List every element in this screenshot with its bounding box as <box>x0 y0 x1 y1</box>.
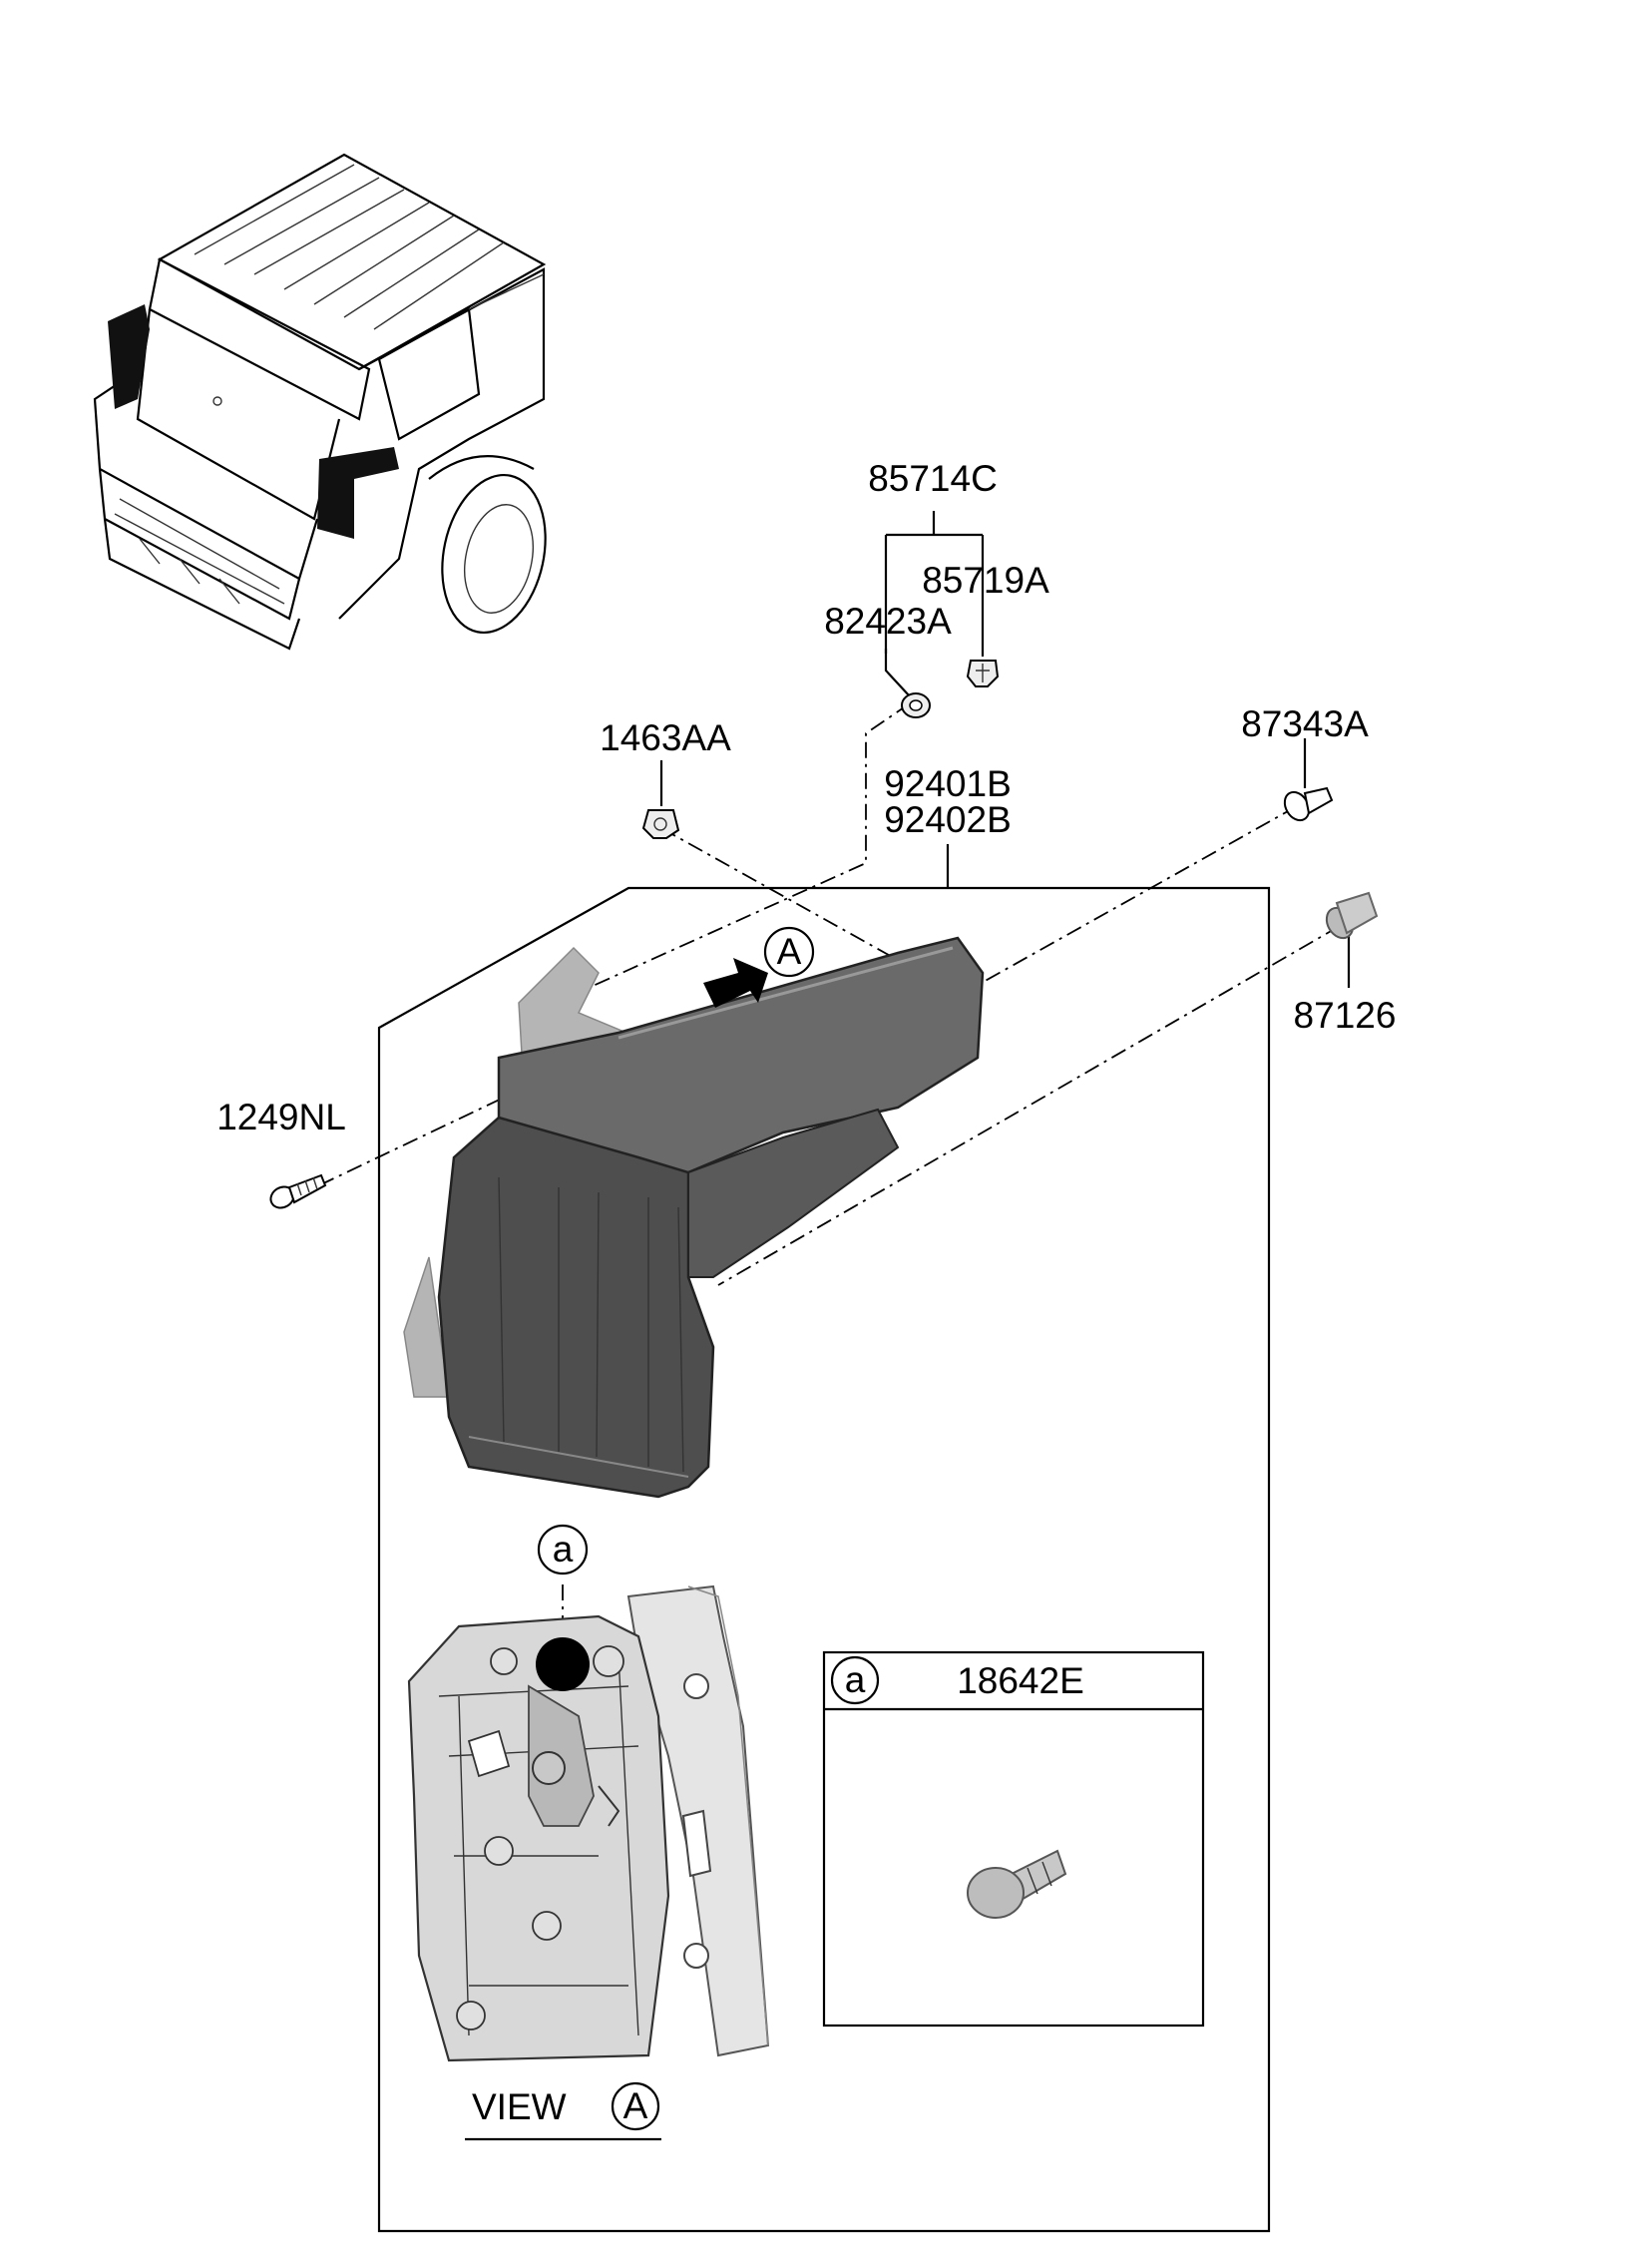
part-87343A-clip <box>1283 786 1334 822</box>
leader-lines <box>318 511 1351 1636</box>
bulb-ref-marker: a <box>537 1524 589 1576</box>
label-85714C: 85714C <box>868 458 998 499</box>
tail-lamp-assembly <box>403 936 985 1499</box>
part-18642E-bulb <box>967 1849 1067 1919</box>
label-1463AA: 1463AA <box>600 717 731 758</box>
label-87343A: 87343A <box>1241 703 1369 744</box>
part-1463AA-nut <box>641 809 680 839</box>
view-direction-arrow <box>703 958 768 1008</box>
part-1249NL-screw <box>269 1173 327 1209</box>
vehicle-rear-illustration <box>93 153 547 651</box>
label-87126: 87126 <box>1294 995 1397 1036</box>
label-92402B: 92402B <box>884 799 1012 840</box>
label-92401B: 92401B <box>884 763 1012 804</box>
assembly-frame <box>377 886 1271 2233</box>
svg-text:A: A <box>777 931 802 972</box>
part-85719A-screw <box>966 660 1000 687</box>
left-lamp-marker <box>108 304 150 409</box>
svg-text:a: a <box>845 1659 866 1700</box>
view-a-caption: VIEW A <box>465 2081 661 2141</box>
part-82423A-nut <box>901 692 931 718</box>
label-85719A: 85719A <box>922 560 1049 601</box>
bulb-socket <box>536 1637 590 1691</box>
view-caption-letter: A <box>623 2085 648 2126</box>
bulb-inset-box <box>822 1650 1205 2028</box>
view-a-marker: A <box>763 926 815 978</box>
label-82423A: 82423A <box>824 601 952 642</box>
inset-bulb-ref-marker: a <box>830 1655 880 1705</box>
label-18642E: 18642E <box>957 1660 1084 1701</box>
svg-text:a: a <box>553 1529 574 1570</box>
view-a-rear-of-lamp <box>407 1584 770 2062</box>
view-caption-word: VIEW <box>472 2086 567 2127</box>
right-lamp-marker <box>317 447 399 539</box>
label-1249NL: 1249NL <box>216 1097 346 1137</box>
part-87126-grommet <box>1325 891 1379 940</box>
part-labels: 85714C 85719A 82423A 1463AA 87343A 92401… <box>216 458 1396 1701</box>
